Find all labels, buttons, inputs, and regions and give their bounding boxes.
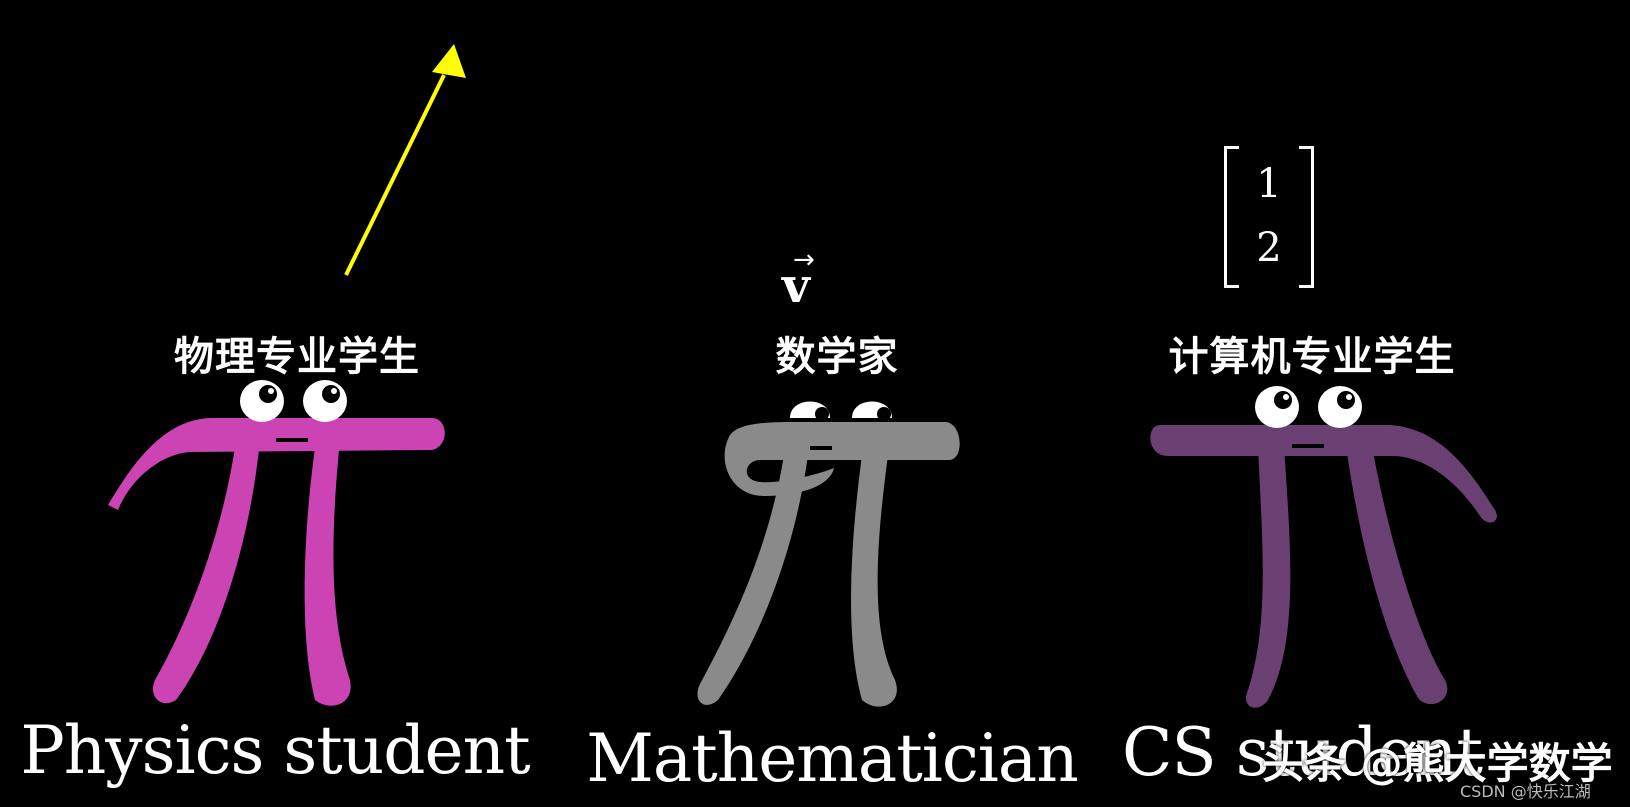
cn-label-math: 数学家: [775, 334, 899, 380]
yellow-vector-arrow: [344, 44, 466, 276]
pi-mouth: [810, 446, 832, 450]
pi-mouth: [1292, 444, 1324, 448]
pi-left-leg: [152, 440, 260, 704]
pi-top-bar: [108, 418, 445, 510]
pi-top-bar: [1150, 425, 1497, 523]
pi-top-bar: [724, 422, 960, 496]
pi-eyes: [1255, 386, 1362, 428]
vector-symbol-arrow: →: [793, 245, 815, 275]
vector-symbol: v: [782, 258, 810, 314]
pi-right-leg: [304, 440, 351, 706]
en-label-cs: CS student: [1122, 714, 1483, 791]
matrix-entry: 2: [1256, 225, 1282, 271]
en-label-math: Mathematician: [586, 720, 1079, 797]
pi-creature-physics: [108, 380, 445, 706]
pi-creature-math: [697, 396, 960, 707]
pi-eyes: [787, 396, 895, 421]
matrix-entry: 1: [1256, 161, 1282, 207]
matrix-right-bracket: [1299, 146, 1314, 288]
pi-left-leg: [697, 455, 808, 705]
matrix-left-bracket: [1224, 146, 1239, 288]
cn-label-physics: 物理专业学生: [174, 334, 420, 380]
pi-mouth: [276, 438, 308, 442]
cn-label-cs: 计算机专业学生: [1168, 334, 1456, 380]
csdn-credit: CSDN @快乐江湖: [1460, 782, 1591, 801]
pi-right-leg: [1346, 446, 1448, 705]
column-matrix: 1 2: [1224, 146, 1314, 288]
pi-left-leg: [1246, 446, 1291, 708]
pi-right-leg: [851, 455, 897, 707]
en-label-physics: Physics student: [20, 712, 530, 789]
toutiao-watermark: 头条 @熊大学数学: [1262, 739, 1613, 788]
pi-creature-cs: [1150, 386, 1497, 708]
pi-eyes: [240, 380, 347, 422]
